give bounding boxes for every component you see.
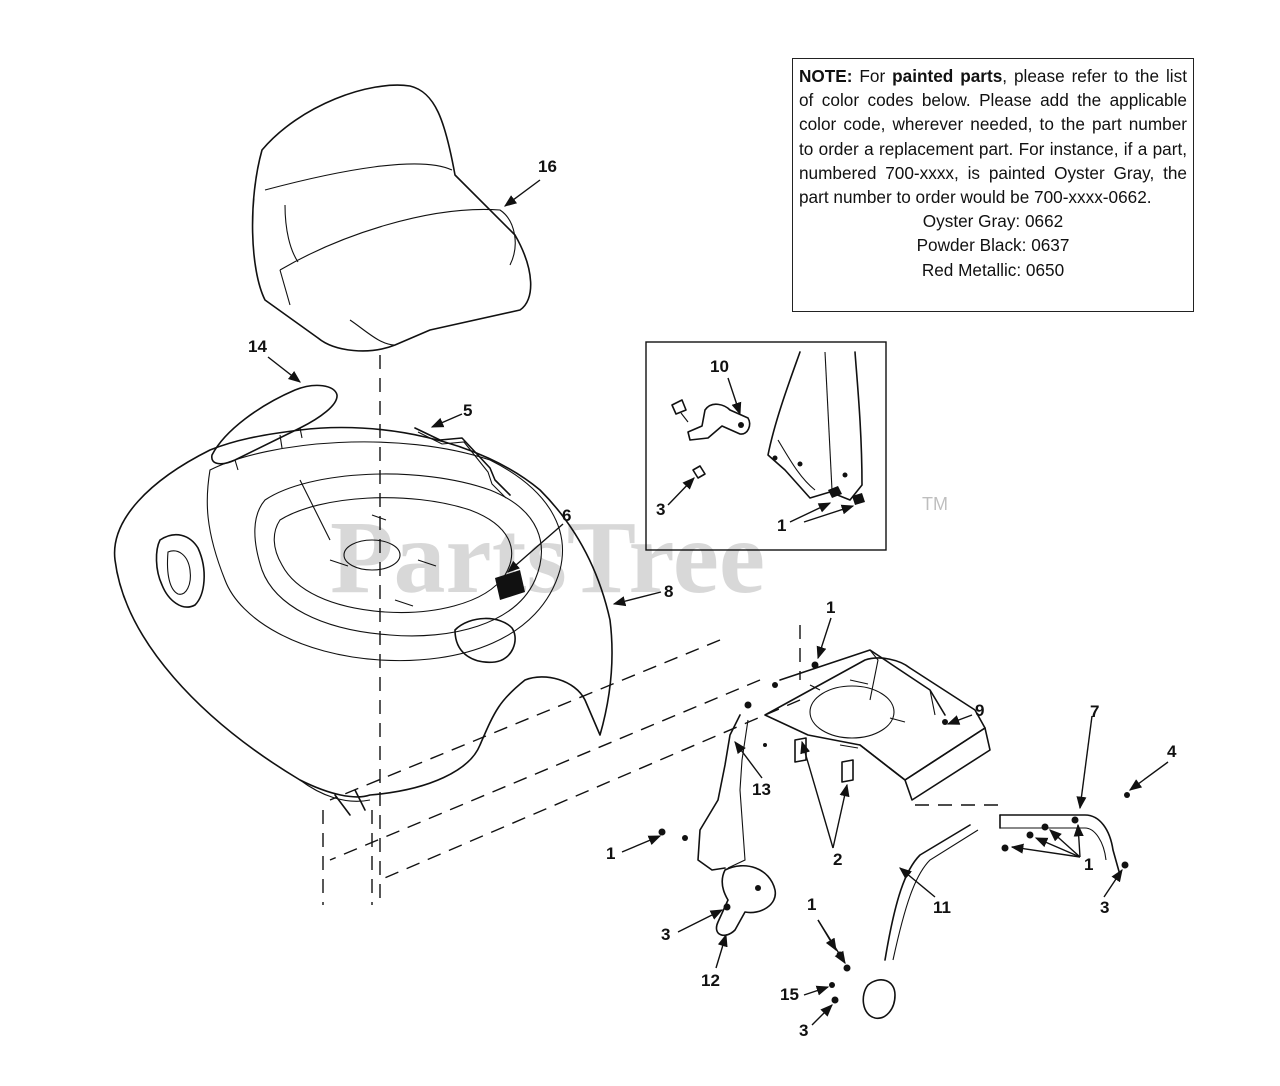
callout-1-left[interactable]: 1 <box>606 844 615 863</box>
seat-pan-part-8[interactable] <box>113 426 613 816</box>
color-code-powder-black: Powder Black: 0637 <box>916 235 1070 256</box>
callout-3-right[interactable]: 3 <box>1100 898 1109 917</box>
callout-14[interactable]: 14 <box>248 337 267 356</box>
callout-9[interactable]: 9 <box>975 701 984 720</box>
note-lead: NOTE: <box>799 66 853 86</box>
plate-alignment-1 <box>329 639 721 801</box>
rail-part-7[interactable] <box>999 814 1121 876</box>
note-bold-phrase: painted parts <box>892 66 1003 86</box>
bolts-part-2[interactable] <box>794 737 854 783</box>
callout-1-top[interactable]: 1 <box>826 598 835 617</box>
callout-3-bottom[interactable]: 3 <box>799 1021 808 1040</box>
color-code-red-metallic: Red Metallic: 0650 <box>921 259 1065 280</box>
painted-parts-note: NOTE: For painted parts, please refer to… <box>792 58 1194 312</box>
watermark-tm: TM <box>922 494 948 514</box>
plate-alignment-3 <box>379 699 801 881</box>
callout-12[interactable]: 12 <box>701 971 720 990</box>
inset-frame-rail <box>767 351 865 505</box>
inset-detail-box <box>645 341 887 551</box>
armrest-part-14[interactable] <box>211 384 338 471</box>
callout-7[interactable]: 7 <box>1090 702 1099 721</box>
rail-part-11[interactable] <box>862 824 979 1020</box>
callout-1-bottom[interactable]: 1 <box>807 895 816 914</box>
callout-13[interactable]: 13 <box>752 780 771 799</box>
callout-4[interactable]: 4 <box>1167 742 1177 761</box>
inset-bolt <box>671 399 706 479</box>
callout-11[interactable]: 11 <box>933 898 951 917</box>
color-code-oyster-gray: Oyster Gray: 0662 <box>922 211 1064 232</box>
callout-8[interactable]: 8 <box>664 582 673 601</box>
support-part-13[interactable] <box>697 714 749 871</box>
rod-part-5[interactable] <box>414 427 511 499</box>
callout-10[interactable]: 10 <box>710 357 729 376</box>
callout-6[interactable]: 6 <box>562 506 571 525</box>
callout-15[interactable]: 15 <box>780 985 799 1004</box>
callout-3-left[interactable]: 3 <box>661 925 670 944</box>
callout-1-right[interactable]: 1 <box>1084 855 1093 874</box>
watermark-brand: PartsTree <box>330 500 765 615</box>
callout-3-inset[interactable]: 3 <box>656 500 665 519</box>
bracket-part-12[interactable] <box>715 865 776 937</box>
inset-bracket-part-10[interactable] <box>687 403 751 441</box>
callout-5[interactable]: 5 <box>463 401 472 420</box>
callout-16[interactable]: 16 <box>538 157 557 176</box>
note-paragraph: NOTE: For painted parts, please refer to… <box>799 64 1187 209</box>
callout-1-inset[interactable]: 1 <box>777 516 786 535</box>
seat-part-16[interactable] <box>251 84 532 352</box>
plate-alignment-2 <box>329 679 761 861</box>
callout-2[interactable]: 2 <box>833 850 842 869</box>
note-text-1: For <box>852 66 893 86</box>
callout-arrows <box>267 179 1169 1026</box>
bracket-part-6[interactable] <box>495 570 525 600</box>
note-text-2: , please refer to the list of color code… <box>799 66 1187 208</box>
seat-bracket-part-9[interactable] <box>764 649 991 801</box>
